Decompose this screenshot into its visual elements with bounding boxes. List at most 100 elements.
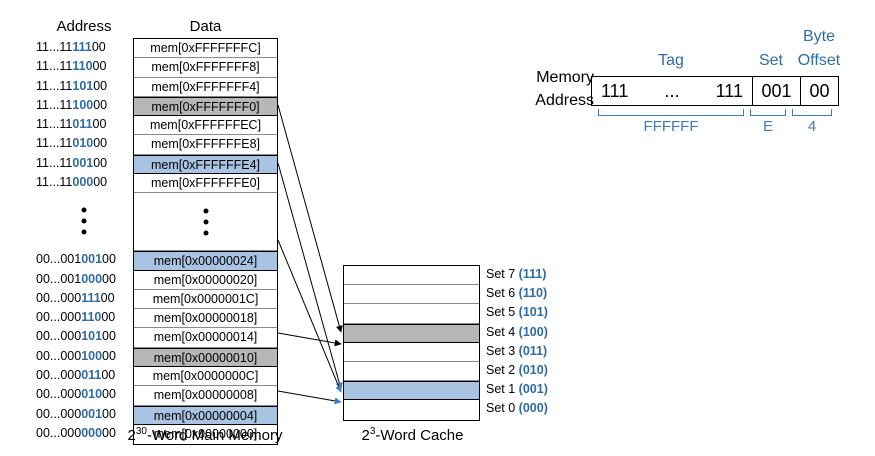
memory-row: mem[0x00000000]: [134, 424, 277, 445]
memory-row: mem[0x0000001C]: [134, 289, 277, 310]
cache-set-name: Set 7: [486, 267, 516, 281]
address-row: 00...00000100: [36, 405, 132, 424]
address-set-bits: 001: [81, 406, 103, 421]
memory-address-label-line2: Address: [535, 92, 594, 109]
cache-set-label: Set 4 (100): [486, 323, 586, 342]
address-row: 11...1110000: [36, 96, 132, 115]
low-hex-bracket: [792, 109, 832, 116]
tag-bits-right: 111: [715, 80, 743, 101]
address-set-bits: 001: [72, 155, 94, 170]
arrow-0004-to-set1: [277, 390, 342, 405]
cache-set-name: Set 6: [486, 286, 516, 301]
address-prefix-bits: 11...11: [36, 117, 73, 132]
address-row: 00...00100000: [36, 270, 132, 289]
address-offset-bits: 00: [92, 117, 107, 132]
set-field: 001: [752, 77, 800, 105]
cache-row: [344, 400, 479, 420]
memory-row: mem[0x00000008]: [134, 386, 277, 406]
cache-table: [343, 265, 480, 421]
address-row: 11...1100000: [36, 173, 132, 192]
memory-row: mem[0xFFFFFFE8]: [134, 135, 277, 155]
address-offset-bits: 00: [102, 406, 116, 421]
tag-bits-left: 111: [601, 80, 629, 101]
address-prefix-bits: 11...11: [36, 97, 73, 112]
address-set-bits: 110: [72, 59, 93, 74]
memory-ellipsis-cell: [134, 193, 277, 252]
address-row: 00...00011100: [36, 289, 132, 308]
address-set-bits: 001: [81, 252, 103, 267]
address-set-bits: 000: [81, 271, 103, 286]
address-offset-bits: 00: [100, 290, 115, 305]
cache-set-label: Set 0 (000): [486, 399, 586, 418]
address-row: 11...1111100: [36, 38, 132, 57]
cache-set-label: Set 6 (110): [486, 284, 586, 303]
address-row: 00...00001100: [36, 366, 132, 385]
address-set-bits: 000: [81, 425, 103, 440]
address-row: 11...1101100: [36, 115, 132, 134]
address-set-bits: 011: [81, 368, 102, 383]
address-offset-bits: 00: [93, 97, 108, 112]
address-prefix-bits: 00...000: [36, 329, 82, 344]
address-prefix-bits: 00...000: [36, 406, 82, 421]
cache-set-label: Set 2 (010): [486, 361, 586, 380]
arrow-0010-to-set4: [277, 332, 342, 347]
memory-caption-base: 2: [127, 427, 136, 444]
memory-row: mem[0xFFFFFFE0]: [134, 174, 277, 194]
cache-set-label: Set 5 (101): [486, 303, 586, 322]
address-prefix-bits: 11...11: [36, 78, 73, 93]
memory-row: mem[0xFFFFFFF4]: [134, 77, 277, 97]
vertical-ellipsis-icon: [203, 208, 208, 236]
memory-row: mem[0x00000004]: [134, 405, 277, 425]
offset-field-label: Offset: [797, 52, 841, 69]
cache-set-name: Set 0: [486, 401, 516, 416]
memory-row: mem[0xFFFFFFE4]: [134, 154, 277, 175]
cache-set-name: Set 2: [486, 362, 516, 377]
address-prefix-bits: 11...11: [36, 175, 73, 190]
cache-set-bits: (000): [518, 401, 548, 416]
cache-row: [344, 361, 479, 382]
address-offset-bits: 00: [101, 368, 116, 383]
address-offset-bits: 00: [93, 136, 108, 151]
address-offset-bits: 00: [102, 252, 116, 267]
tag-field-label: Tag: [658, 52, 684, 69]
cache-row: [344, 381, 479, 401]
memory-row: mem[0x00000010]: [134, 347, 277, 368]
cache-row: [344, 342, 479, 362]
cache-row: [344, 304, 479, 324]
address-offset-bits: 00: [93, 155, 108, 170]
address-row: 00...00000000: [36, 424, 132, 443]
address-set-bits: 010: [81, 387, 103, 402]
address-prefix-bits: 00...001: [36, 252, 82, 267]
low-hex-label: 4: [807, 118, 817, 135]
address-offset-bits: 00: [93, 78, 108, 93]
address-prefix-bits: 00...000: [36, 290, 82, 305]
tag-hex-bracket: [598, 109, 744, 116]
cache-set-bits: (010): [518, 362, 548, 377]
address-set-bits: 010: [72, 136, 94, 151]
cache-caption-base: 2: [361, 427, 370, 444]
address-bit-field-box: 111 ... 111 001 00: [591, 76, 839, 106]
address-offset-bits: 00: [92, 59, 107, 74]
cache-row: [344, 266, 479, 286]
address-column-header: Address: [56, 18, 112, 35]
address-prefix-bits: 00...000: [36, 348, 82, 363]
address-prefix-bits: 11...11: [36, 155, 73, 170]
memory-caption-text: -Word Main Memory: [146, 427, 283, 444]
memory-row: mem[0xFFFFFFF8]: [134, 58, 277, 78]
address-set-bits: 100: [81, 348, 103, 363]
memory-row: mem[0x00000024]: [134, 251, 277, 271]
address-row: 11...1110100: [36, 77, 132, 96]
address-ellipsis: [36, 192, 132, 250]
memory-row: mem[0x00000020]: [134, 270, 277, 290]
address-offset-bits: 00: [102, 387, 116, 402]
cache-row: [344, 323, 479, 343]
cache-row: [344, 285, 479, 305]
address-prefix-bits: 11...11: [36, 59, 73, 74]
address-set-bits: 000: [72, 175, 94, 190]
arrow-fff0-to-set4: [277, 104, 343, 333]
address-row: 00...00001000: [36, 385, 132, 404]
byte-field-label: Byte: [802, 28, 835, 45]
address-prefix-bits: 00...001: [36, 271, 82, 286]
main-memory-table: mem[0xFFFFFFFC]mem[0xFFFFFFF8]mem[0xFFFF…: [133, 38, 278, 446]
set-high-hex-label: E: [762, 118, 773, 135]
